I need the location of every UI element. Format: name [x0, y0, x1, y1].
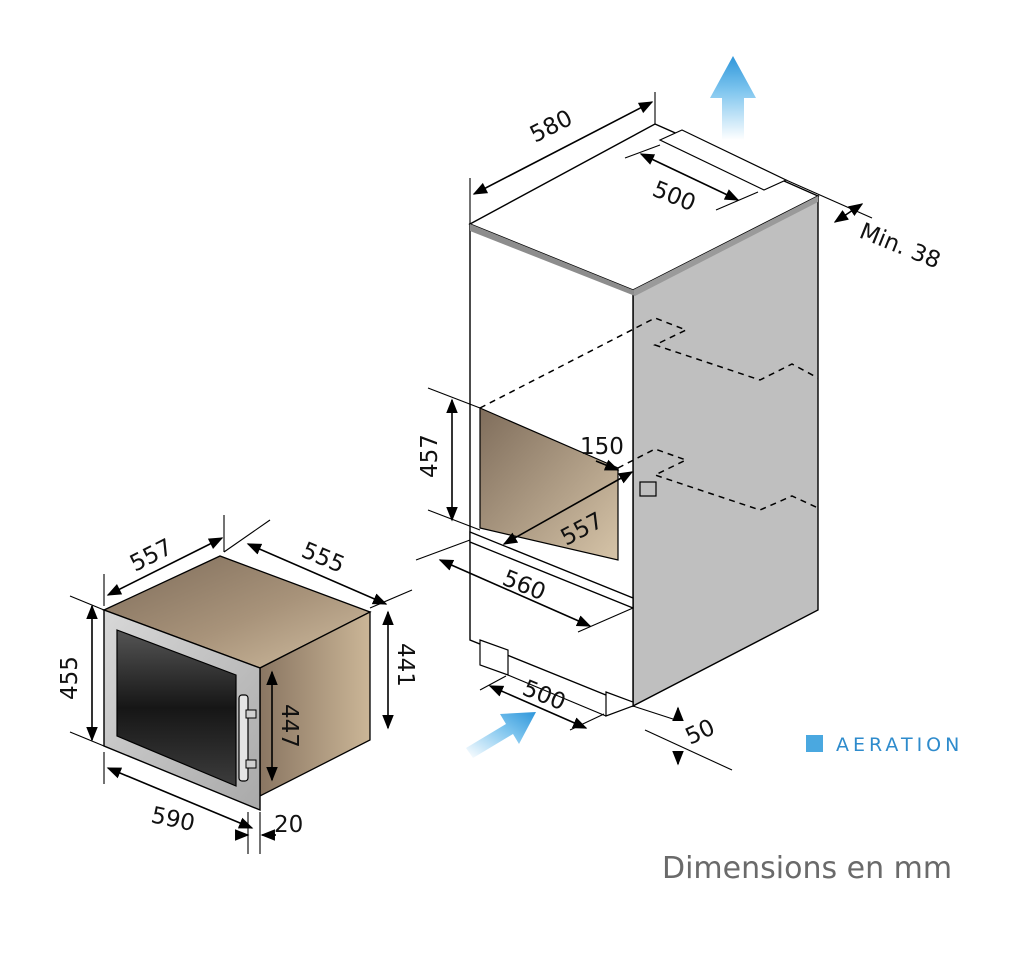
oven-handle-mount-top: [245, 709, 257, 719]
aeration-arrows: [466, 56, 756, 758]
cabinet-top-edge: [470, 224, 635, 296]
caption-units: Dimensions en mm: [662, 851, 952, 886]
dim-oven-depth-top: 555: [298, 538, 349, 579]
niche-bracket: [639, 481, 657, 497]
legend: AERATION: [806, 734, 963, 756]
dim-oven-front-width: 590: [149, 802, 197, 837]
dim-niche-setback: 150: [580, 434, 624, 460]
oven-handle-mount-bottom: [245, 759, 257, 769]
cabinet-top-edge-side: [633, 196, 818, 296]
oven: [102, 555, 372, 812]
dim-niche-height: 457: [417, 434, 443, 478]
dim-base-gap: 50: [682, 714, 720, 750]
cabinet: [468, 123, 820, 717]
dim-oven-height-right: 441: [392, 643, 418, 687]
dim-cabinet-width: 580: [526, 105, 577, 148]
dim-oven-height: 455: [57, 656, 83, 700]
aeration-in-arrow: [466, 712, 536, 758]
dim-min-gap: Min. 38: [856, 218, 944, 274]
dim-oven-width-top: 557: [126, 534, 177, 577]
dim-oven-body-height: 447: [276, 704, 302, 748]
legend-swatch: [806, 735, 823, 752]
dim-oven-front-depth: 20: [274, 812, 303, 838]
aeration-up-arrow: [710, 56, 756, 140]
legend-label: AERATION: [836, 734, 963, 756]
